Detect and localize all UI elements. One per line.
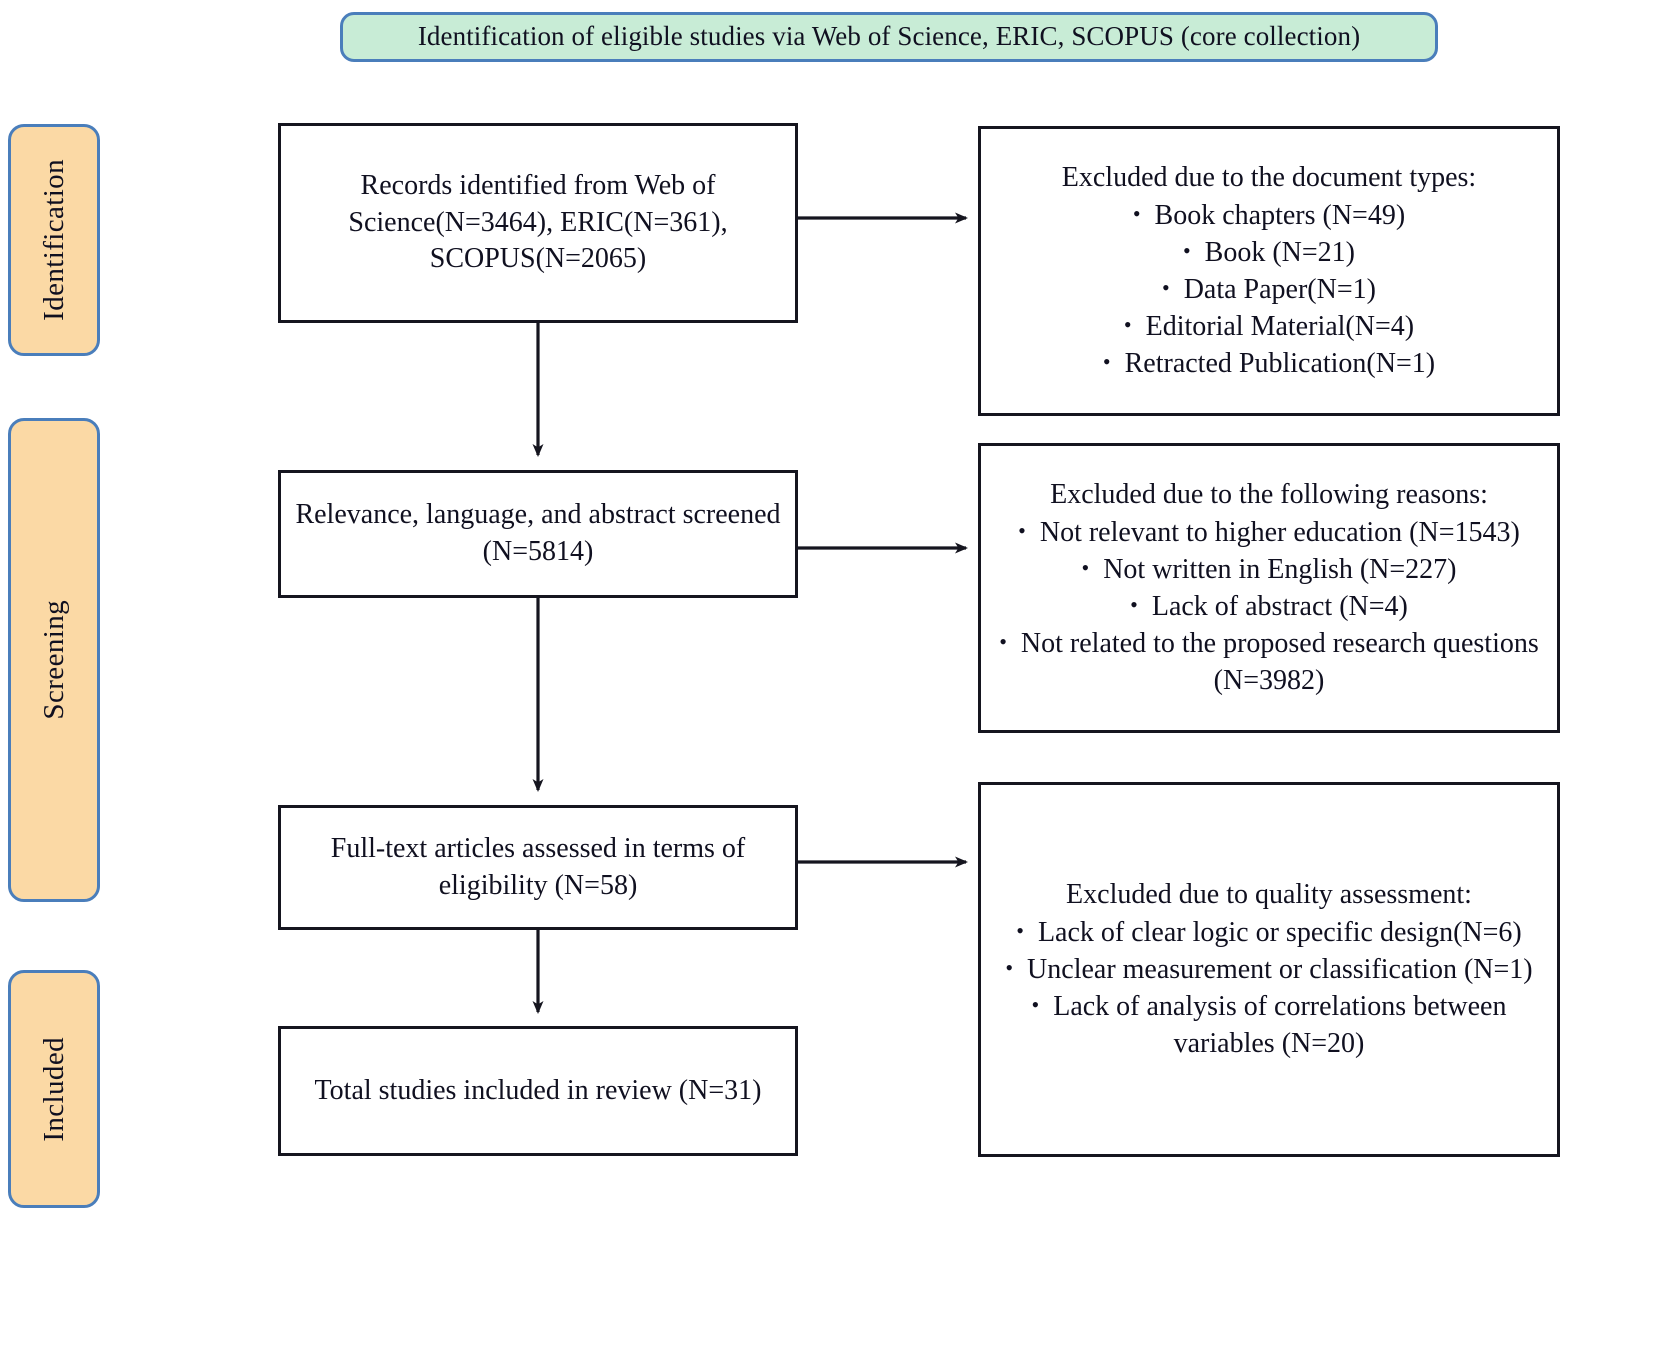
list-item-label: Lack of analysis of correlations between… xyxy=(1053,991,1507,1060)
flow-box-fulltext-assessed: Full-text articles assessed in terms of … xyxy=(278,805,798,930)
bullet-icon: • xyxy=(1005,954,1014,980)
list-item-label: Lack of clear logic or specific design(N… xyxy=(1037,916,1522,948)
exclusion-title: Excluded due to quality assessment: xyxy=(1066,879,1472,911)
bullet-icon: • xyxy=(1081,554,1090,580)
exclusion-title: Excluded due to the document types: xyxy=(1061,162,1477,194)
bullet-icon: • xyxy=(1018,517,1026,543)
exclusion-box-reasons: Excluded due to the following reasons: •… xyxy=(978,443,1560,733)
list-item: • Not relevant to higher education (N=154… xyxy=(991,514,1547,551)
bullet-icon: • xyxy=(1123,312,1132,338)
exclusion-list: • Book chapters (N=49) • Book (N=21) • Data… xyxy=(991,197,1547,383)
list-item: • Lack of analysis of correlations betwee… xyxy=(991,988,1547,1062)
flow-box-text: Full-text articles assessed in terms of … xyxy=(330,832,746,901)
flow-box-records-identified: Records identified from Web of Science(N… xyxy=(278,123,798,323)
stage-label-included: Included xyxy=(8,970,100,1208)
bullet-icon: • xyxy=(1102,349,1111,375)
exclusion-box-quality-assessment: Excluded due to quality assessment: • Lac… xyxy=(978,782,1560,1157)
flow-box-text: Total studies included in review (N=31) xyxy=(314,1074,762,1106)
bullet-icon: • xyxy=(1016,917,1024,943)
list-item: • Book chapters (N=49) xyxy=(991,197,1547,234)
list-item: • Unclear measurement or classification (… xyxy=(991,951,1547,988)
bullet-icon: • xyxy=(1130,592,1138,617)
list-item: • Retracted Publication(N=1) xyxy=(991,345,1547,382)
list-item-label: Retracted Publication(N=1) xyxy=(1124,348,1436,380)
flow-box-text: Records identified from Web of Science(N… xyxy=(348,169,728,275)
list-item: • Editorial Material(N=4) xyxy=(991,308,1547,345)
list-item-label: Not relevant to higher education (N=1543… xyxy=(1039,516,1520,548)
stage-label-text: Identification xyxy=(37,159,70,321)
list-item: • Book (N=21) xyxy=(991,234,1547,271)
exclusion-list: • Not relevant to higher education (N=154… xyxy=(991,514,1547,700)
stage-label-screening: Screening xyxy=(8,418,100,902)
list-item-label: Not related to the proposed research que… xyxy=(1020,628,1539,697)
list-item: • Lack of abstract (N=4) xyxy=(991,588,1547,625)
exclusion-title: Excluded due to the following reasons: xyxy=(1050,479,1488,511)
list-item-label: Book chapters (N=49) xyxy=(1154,199,1406,231)
stage-label-text: Screening xyxy=(37,600,70,720)
list-item: • Data Paper(N=1) xyxy=(991,271,1547,308)
bullet-icon: • xyxy=(1132,200,1141,226)
list-item-label: Book (N=21) xyxy=(1204,236,1356,268)
stage-label-text: Included xyxy=(37,1036,70,1142)
list-item-label: Lack of abstract (N=4) xyxy=(1151,591,1408,622)
bullet-icon: • xyxy=(999,629,1007,655)
list-item: • Not written in English (N=227) xyxy=(991,551,1547,588)
list-item: • Not related to the proposed research qu… xyxy=(991,625,1547,699)
bullet-icon: • xyxy=(1162,275,1170,300)
list-item: • Lack of clear logic or specific design(… xyxy=(991,914,1547,951)
list-item-label: Not written in English (N=227) xyxy=(1103,553,1457,585)
exclusion-box-document-types: Excluded due to the document types: • Boo… xyxy=(978,126,1560,416)
list-item-label: Editorial Material(N=4) xyxy=(1145,311,1415,343)
diagram-header-banner: Identification of eligible studies via W… xyxy=(340,12,1438,62)
list-item-label: Data Paper(N=1) xyxy=(1183,274,1376,305)
bullet-icon: • xyxy=(1031,992,1040,1018)
bullet-icon: • xyxy=(1182,237,1191,263)
flow-box-records-screened: Relevance, language, and abstract screen… xyxy=(278,470,798,598)
list-item-label: Unclear measurement or classification (N… xyxy=(1027,953,1533,985)
header-title: Identification of eligible studies via W… xyxy=(417,21,1361,52)
exclusion-list: • Lack of clear logic or specific design(… xyxy=(991,914,1547,1063)
stage-label-identification: Identification xyxy=(8,124,100,356)
flow-box-text: Relevance, language, and abstract screen… xyxy=(295,499,781,567)
flow-box-total-included: Total studies included in review (N=31) xyxy=(278,1026,798,1156)
